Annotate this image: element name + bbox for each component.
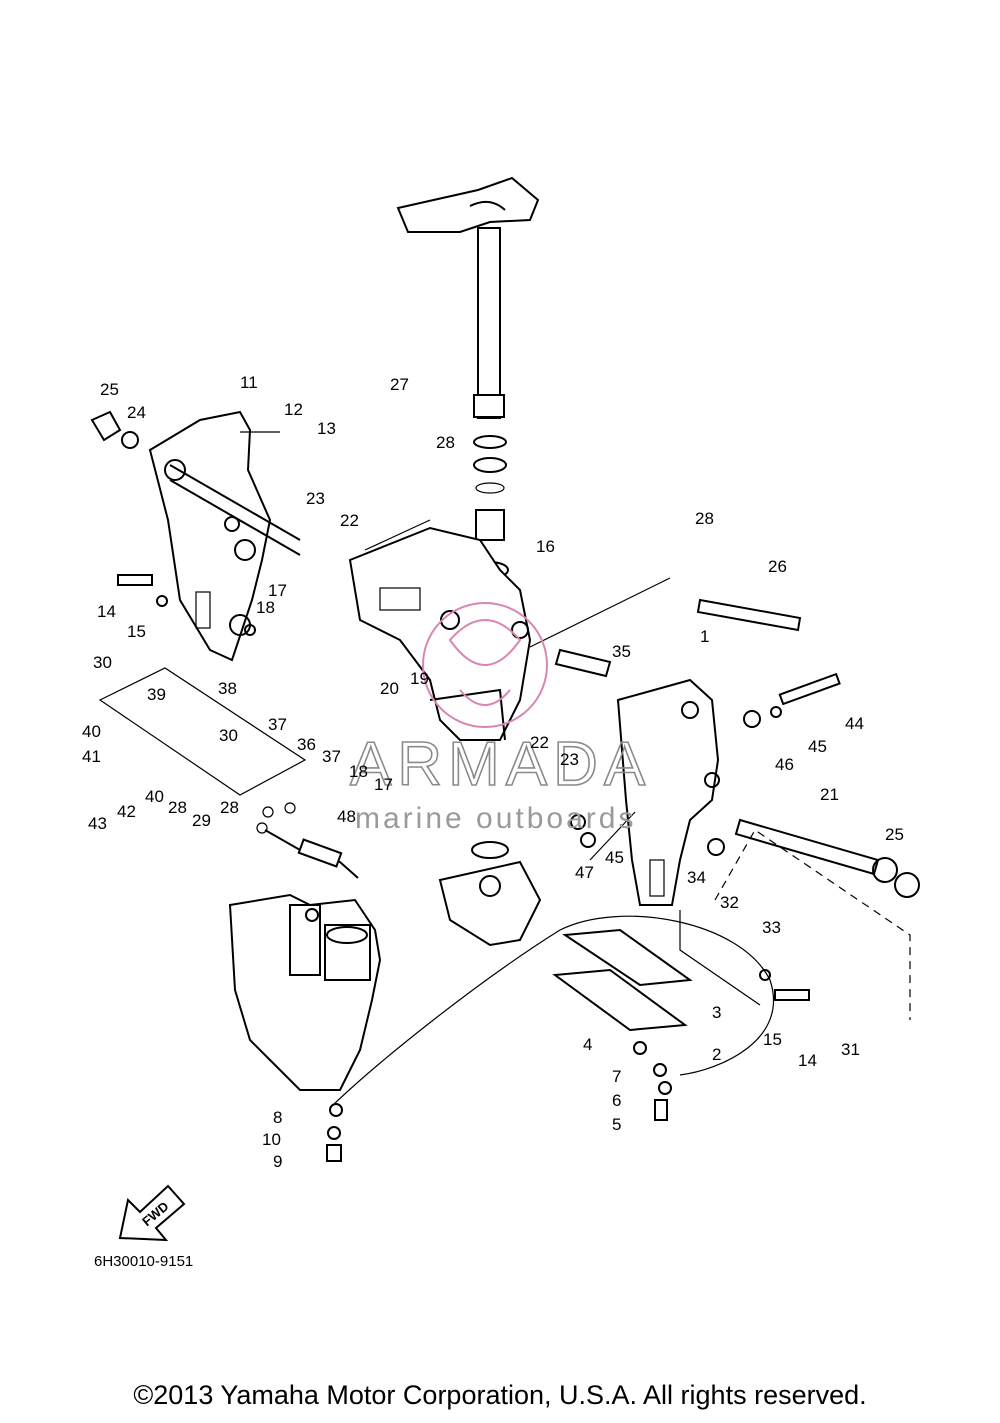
callout: 29	[192, 811, 211, 830]
callout: 47	[575, 863, 594, 882]
callout: 9	[273, 1152, 282, 1171]
trim-sender-wire	[256, 802, 775, 1106]
callout: 16	[536, 537, 555, 556]
callout: 43	[88, 814, 107, 833]
callout: 4	[583, 1035, 592, 1054]
callout: 12	[284, 400, 303, 419]
callout: 38	[218, 679, 237, 698]
anode-plate	[552, 928, 693, 1032]
callout: 22	[530, 733, 549, 752]
clamp-bracket-left	[148, 410, 272, 662]
callout: 7	[612, 1067, 621, 1086]
callout: 33	[762, 918, 781, 937]
callout: 42	[117, 802, 136, 821]
callout: 28	[220, 798, 239, 817]
callout: 28	[695, 509, 714, 528]
callout: 41	[82, 747, 101, 766]
steering-arm	[396, 176, 540, 419]
power-trim-tilt-unit	[228, 893, 382, 1091]
callout: 36	[297, 735, 316, 754]
callout: 34	[687, 868, 706, 887]
callout-labels: 1 2 3 4 5 6 7 8 9 10 11 12 13 14 14 15 1…	[82, 373, 904, 1171]
callout: 21	[820, 785, 839, 804]
callout: 45	[605, 848, 624, 867]
callout: 28	[168, 798, 187, 817]
callout: 17	[268, 581, 287, 600]
callout: 2	[712, 1045, 721, 1064]
swivel-bracket	[348, 526, 532, 741]
callout: 48	[337, 807, 356, 826]
watermark-brand: ARMADA	[350, 730, 651, 799]
callout: 15	[127, 622, 146, 641]
hardware-bolts	[90, 410, 920, 1162]
leader-frames	[98, 431, 911, 1020]
callout: 10	[262, 1130, 281, 1149]
fwd-arrow: FWD	[118, 1184, 186, 1242]
callout: 35	[612, 642, 631, 661]
callout: 14	[798, 1051, 817, 1070]
copyright-notice: ©2013 Yamaha Motor Corporation, U.S.A. A…	[133, 1380, 867, 1410]
callout: 15	[763, 1030, 782, 1049]
callout: 24	[127, 403, 146, 422]
watermark-logo	[422, 602, 548, 728]
callout: 31	[841, 1040, 860, 1059]
through-tubes	[169, 464, 880, 876]
callout: 28	[436, 433, 455, 452]
callout: 40	[82, 722, 101, 741]
callout: 32	[720, 893, 739, 912]
callout: 40	[145, 787, 164, 806]
callout: 39	[147, 685, 166, 704]
callout: 27	[390, 375, 409, 394]
callout: 25	[885, 825, 904, 844]
callout: 8	[273, 1108, 282, 1127]
lower-mount	[438, 841, 542, 947]
callout: 17	[374, 775, 393, 794]
callout: 30	[93, 653, 112, 672]
callout: 13	[317, 419, 336, 438]
callout: 11	[240, 373, 258, 392]
watermark-tagline: marine outboards	[355, 802, 636, 835]
callout: 14	[97, 602, 116, 621]
callout: 22	[340, 511, 359, 530]
clamp-bracket-right	[616, 678, 720, 906]
callout: 30	[219, 726, 238, 745]
callout: 19	[410, 669, 429, 688]
callout: 26	[768, 557, 787, 576]
callout: 23	[306, 489, 325, 508]
exploded-parts-diagram: ARMADA marine outboards FWD 6H30010-9151…	[82, 176, 920, 1270]
callout: 20	[380, 679, 399, 698]
callout: 1	[700, 627, 709, 646]
callout: 45	[808, 737, 827, 756]
steering-shaft-washers	[471, 435, 509, 579]
callout: 25	[100, 380, 119, 399]
callout: 18	[256, 598, 275, 617]
callout: 37	[322, 747, 341, 766]
diagram-code: 6H30010-9151	[94, 1253, 193, 1270]
callout: 6	[612, 1091, 621, 1110]
callout: 46	[775, 755, 794, 774]
callout: 5	[612, 1115, 621, 1134]
watermark: ARMADA marine outboards	[349, 602, 651, 835]
callout: 3	[712, 1003, 721, 1022]
callout: 18	[349, 762, 368, 781]
callout: 37	[268, 715, 287, 734]
callout: 23	[560, 750, 579, 769]
callout: 44	[845, 714, 864, 733]
